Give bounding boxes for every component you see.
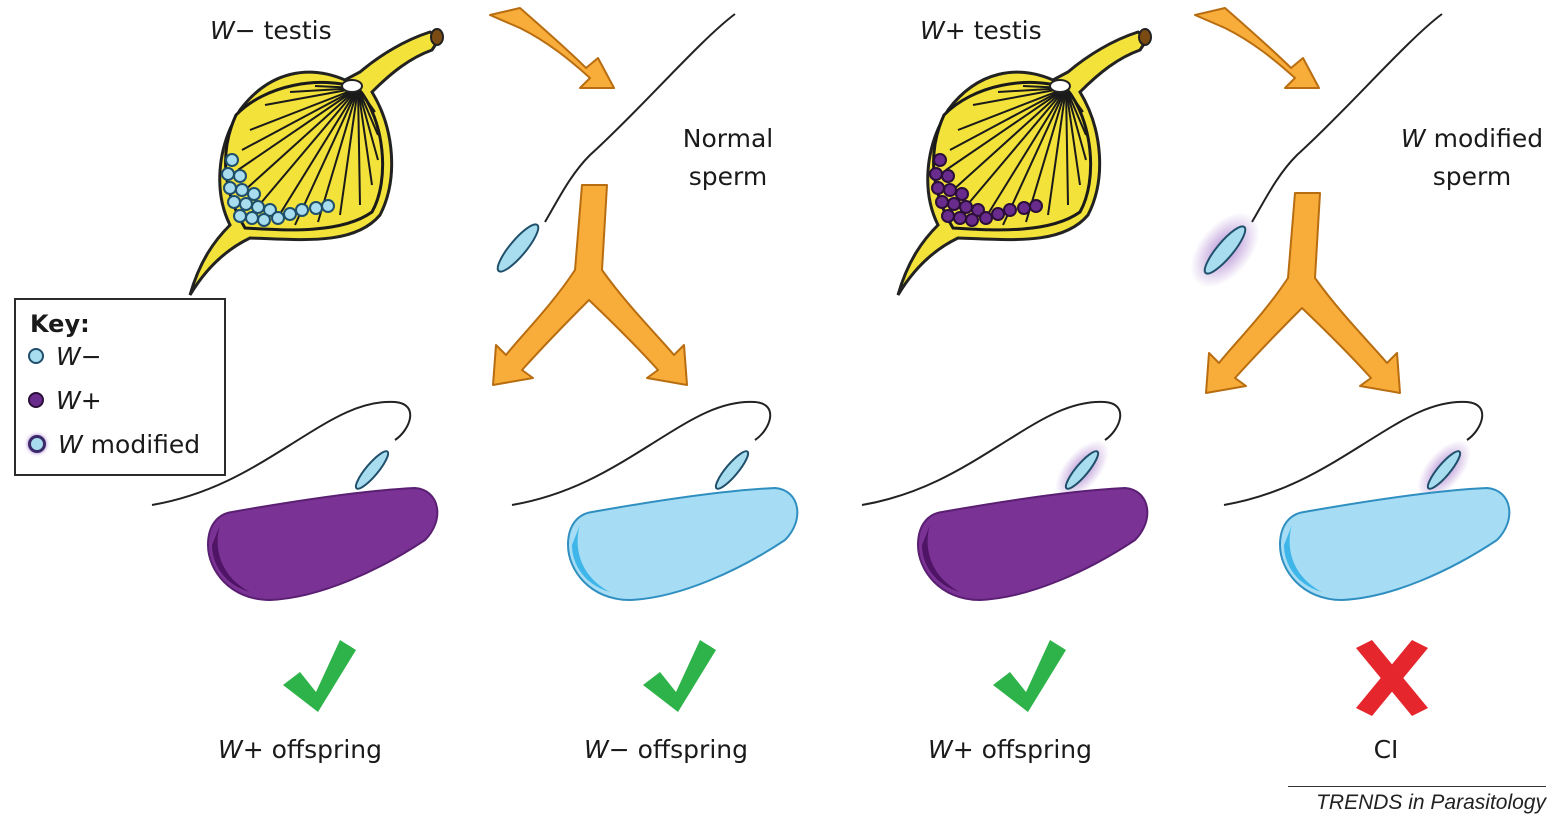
curved-arrow-left [490, 8, 614, 88]
check-icon-2 [643, 640, 716, 712]
w-plus-dot-icon [28, 392, 44, 408]
w-minus-dot-icon [28, 348, 44, 364]
key-title: Key: [30, 310, 90, 338]
w-modified-dot-icon [28, 435, 46, 453]
normal-sperm-label-line2: sperm [689, 162, 767, 192]
outcome-label-3: W+ offspring [928, 735, 1092, 765]
key-legend: Key: W− W+ W modified [14, 298, 226, 476]
egg-4-blue [1224, 402, 1509, 600]
key-item-w-minus: W− [28, 342, 102, 372]
outcome-label-2: W− offspring [584, 735, 748, 765]
check-icon-1 [283, 640, 356, 712]
testis-w-plus [898, 29, 1151, 295]
cross-icon [1356, 640, 1428, 716]
normal-sperm-label-line1: Normal [683, 124, 773, 154]
curved-arrow-right [1195, 8, 1319, 88]
testis-w-minus [190, 29, 443, 295]
testis-w-plus-label: W+ testis [920, 16, 1042, 46]
outcome-label-1: W+ offspring [218, 735, 382, 765]
outcome-label-4: CI [1374, 735, 1399, 765]
egg-2-blue [512, 402, 797, 600]
modified-sperm-label-line2: sperm [1433, 162, 1511, 192]
key-item-w-plus: W+ [28, 386, 102, 416]
key-item-w-modified: W modified [28, 430, 200, 460]
split-arrow-left [493, 185, 687, 385]
journal-credit: TRENDS in Parasitology [1288, 786, 1546, 815]
egg-3-purple [862, 402, 1147, 600]
modified-sperm-label-line1: W modified [1401, 124, 1543, 154]
check-icon-3 [993, 640, 1066, 712]
testis-w-minus-label: W− testis [210, 16, 332, 46]
